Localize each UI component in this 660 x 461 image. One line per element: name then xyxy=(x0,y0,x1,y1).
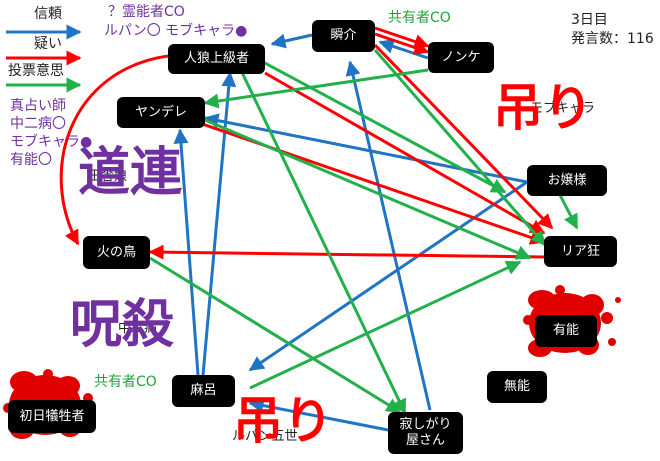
arrow-doubt-riakyo-hinotori xyxy=(148,244,545,260)
arrow-trust-ojousama-maro xyxy=(248,180,528,372)
michizure-stamp: 道連 xyxy=(78,143,183,203)
arrow-trust-ojousama-yandere xyxy=(203,113,528,184)
node-shunsuke[interactable]: 瞬介 xyxy=(312,20,375,52)
node-jinro-joukyuusha[interactable]: 人狼上級者 xyxy=(168,44,265,74)
kyoyu-co-top: 共有者CO xyxy=(388,10,451,26)
lupin-label: ルパン五世 xyxy=(232,429,298,444)
arrow-vote-hinotori-sabishigari xyxy=(149,256,402,414)
claim-note-1: 真占い師 xyxy=(10,98,66,114)
hang-stamp-1: 吊り xyxy=(493,79,593,137)
kyoyu-co-bottom: 共有者CO xyxy=(94,374,157,390)
claim-note-4: 有能〇 xyxy=(10,152,52,168)
arrow-vote-nonke-yandere xyxy=(203,68,429,109)
legend-vote-label: 投票意思 xyxy=(8,63,64,79)
curse-kill-stamp: 呪殺 xyxy=(70,295,175,355)
node-muno[interactable]: 無能 xyxy=(487,371,547,403)
arrow-vote-jinro-riakyo xyxy=(249,53,507,194)
node-hinotori[interactable]: 火の鳥 xyxy=(83,236,150,269)
idol-daughter-label: 田舎娘 xyxy=(88,169,128,184)
chuunibyou-label: 中二病 xyxy=(118,321,158,336)
arrow-trust-maro-jinro xyxy=(201,71,237,376)
hang-stamp-2: 吊り xyxy=(233,392,333,450)
node-sabishigari-line1: 寂しがり xyxy=(399,417,452,433)
arrow-trust-shunsuke-jinro xyxy=(270,33,313,49)
co-note-line2: ルパン〇 モブキャラ● xyxy=(104,23,248,39)
node-yuno[interactable]: 有能 xyxy=(535,315,597,347)
arrow-vote-maro-riakyo xyxy=(249,260,522,390)
claim-note-3: モブキャラ● xyxy=(10,134,93,150)
arrow-doubt-shunsuke-riakyo xyxy=(373,43,554,230)
arrow-doubt-jinro-riakyo xyxy=(264,71,546,235)
node-maro[interactable]: 麻呂 xyxy=(172,375,235,407)
node-yandere[interactable]: ヤンデレ xyxy=(117,97,205,128)
co-note-line1: ？霊能者CO xyxy=(108,4,185,20)
mob-chara-label: モブキャラ xyxy=(530,101,596,116)
node-sabishigari-yasan[interactable]: 寂しがり 屋さん xyxy=(388,412,463,454)
arrow-trust-sabishigari-shunsuke xyxy=(345,60,432,411)
node-ojousama[interactable]: お嬢様 xyxy=(527,165,607,196)
arrow-vote-jinro-sabishigari xyxy=(236,63,407,415)
node-riakyo[interactable]: リア狂 xyxy=(544,236,617,267)
speech-count: 発言数：116 xyxy=(571,31,654,47)
arrow-doubt-jinro-hinotori xyxy=(59,54,169,246)
node-nonke[interactable]: ノンケ xyxy=(428,42,494,73)
arrow-trust-nonke-shunsuke xyxy=(378,39,429,60)
node-sabishigari-line2: 屋さん xyxy=(405,433,445,448)
legend-doubt-label: 疑い xyxy=(34,36,62,52)
arrow-vote-ojousama-riakyo xyxy=(558,194,579,230)
arrow-trust-sabishigari-maro xyxy=(248,398,389,432)
day-indicator: 3日目 xyxy=(571,12,608,28)
arrow-doubt-yandere-riakyo xyxy=(184,116,546,245)
arrow-vote-shunsuke-riakyo xyxy=(373,49,547,247)
arrow-vote-yandere-riakyo xyxy=(204,118,532,260)
arrow-doubt-shunsuke-nonke-2 xyxy=(374,32,430,55)
node-shonichi-giseisha[interactable]: 初日犠牲者 xyxy=(8,400,96,433)
claim-note-2: 中二病〇 xyxy=(10,116,66,132)
legend-trust-label: 信頼 xyxy=(34,6,62,22)
